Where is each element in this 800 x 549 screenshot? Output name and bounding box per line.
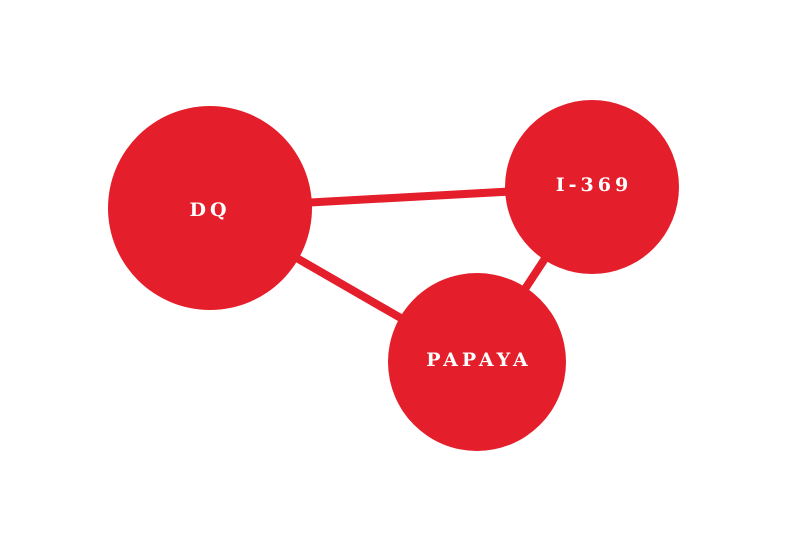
node-i369-label: I-369	[556, 174, 632, 196]
node-papaya: PAPAYA	[388, 273, 566, 451]
node-papaya-label: PAPAYA	[426, 349, 531, 371]
nodes: DQ I-369 PAPAYA	[108, 100, 679, 451]
node-dq: DQ	[108, 106, 312, 310]
node-papaya-circle	[388, 273, 566, 451]
node-i369-circle	[505, 100, 679, 274]
node-dq-label: DQ	[189, 199, 230, 221]
node-i369: I-369	[505, 100, 679, 274]
node-dq-circle	[108, 106, 312, 310]
